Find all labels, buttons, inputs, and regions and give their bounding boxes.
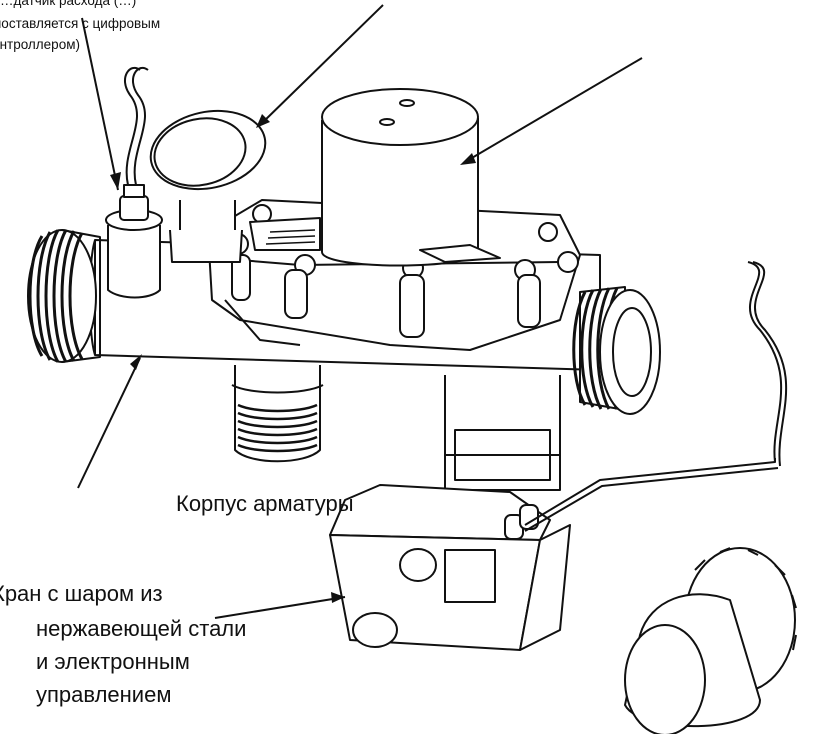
union-nut xyxy=(444,375,561,491)
ball-valve-label-line3: и электронным xyxy=(36,649,190,674)
sensor-label-line3: контроллером) xyxy=(0,37,80,52)
pilot-solenoid xyxy=(249,88,501,267)
ball-valve-label-line2: нержавеющей стали xyxy=(36,616,247,641)
flow-sensor-fitting xyxy=(105,67,163,299)
loose-union-fitting xyxy=(624,547,797,734)
sensor-label-line1: …датчик расхода (…) xyxy=(0,0,137,8)
bottom-threaded-outlet xyxy=(231,365,324,463)
valve-body-label: Корпус арматуры xyxy=(176,491,354,516)
actuator-box xyxy=(329,261,788,651)
ball-valve-label-line4: управлением xyxy=(36,682,172,707)
left-threaded-end xyxy=(27,229,101,363)
sensor-label-line2: поставляется с цифровым xyxy=(0,16,161,31)
pressure-gauge xyxy=(149,109,267,263)
ball-valve-label-line1: Кран с шаром из xyxy=(0,581,163,606)
leader-arrowheads xyxy=(110,114,476,603)
right-threaded-end xyxy=(572,286,661,415)
leader-lines xyxy=(77,4,643,619)
